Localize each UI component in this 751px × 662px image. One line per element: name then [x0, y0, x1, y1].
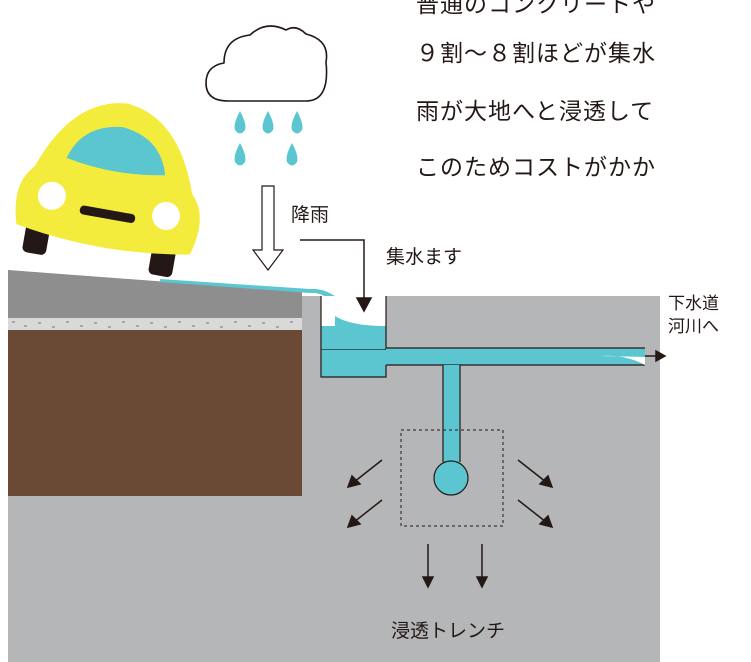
intro-line-3: 雨が大地へと浸透して: [416, 99, 655, 125]
gravel-layer: [8, 318, 302, 330]
catch-basin: [320, 296, 645, 465]
trench-label: 浸透トレンチ: [391, 620, 506, 642]
intro-line-2: ９割～８割ほどが集水: [416, 41, 656, 67]
gravel-pattern: [12, 321, 293, 328]
right-arrow-icon: [645, 349, 667, 363]
outflow-label-river: 河川へ: [668, 317, 719, 337]
car-icon: [15, 103, 200, 278]
down-arrow-icon: [251, 185, 285, 271]
trench-box: [400, 429, 504, 527]
outflow-label-sewer: 下水道: [668, 294, 719, 314]
rainfall-label: 降雨: [291, 204, 330, 226]
catch-basin-label: 集水ます: [386, 246, 463, 268]
road-surface: [8, 270, 302, 318]
intro-line-4: このためコストがかか: [416, 155, 656, 181]
cloud-icon: [205, 25, 328, 102]
infiltration-arrows: [346, 459, 554, 589]
catch-basin-pointer: [300, 239, 373, 313]
soil-layer: [8, 330, 302, 496]
intro-line-1: 普通のコンクリートや: [416, 0, 656, 18]
surface-runoff: [160, 279, 340, 316]
raindrop-icon: [234, 111, 303, 166]
trench-pipe: [433, 460, 469, 496]
